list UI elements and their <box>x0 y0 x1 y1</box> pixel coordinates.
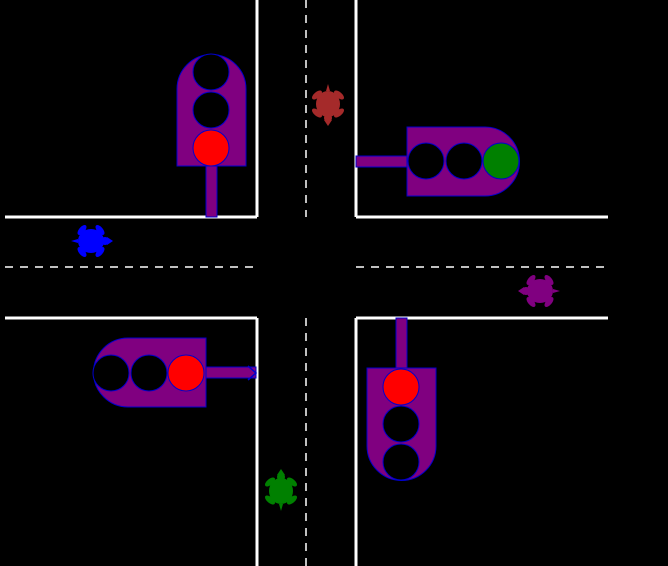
traffic-light-pole <box>205 165 218 218</box>
traffic-lamp <box>92 354 130 392</box>
traffic-lamp <box>130 354 168 392</box>
traffic-light-west <box>92 337 258 408</box>
traffic-light-pole <box>355 155 408 168</box>
traffic-lamp <box>407 142 445 180</box>
traffic-lamp <box>167 354 205 392</box>
traffic-light-east <box>355 126 520 197</box>
traffic-light-north <box>176 53 247 218</box>
turtle-purple <box>518 275 560 307</box>
lane-dividers <box>5 0 608 566</box>
traffic-lamp <box>192 91 230 129</box>
traffic-lamp <box>382 405 420 443</box>
traffic-lamp <box>482 142 520 180</box>
traffic-lamp <box>192 53 230 91</box>
turtle-icon <box>312 84 344 126</box>
turtle-icon <box>265 469 297 511</box>
traffic-light-south <box>366 317 437 481</box>
turtle-green <box>265 469 297 511</box>
traffic-light-pole <box>205 366 257 379</box>
turtle-icon <box>518 275 560 307</box>
turtle-icon <box>71 225 113 257</box>
traffic-lamp <box>192 129 230 167</box>
traffic-light-arrowhead <box>247 365 258 381</box>
traffic-light-pole <box>395 317 408 369</box>
traffic-lamp <box>445 142 483 180</box>
road-edges <box>5 0 608 566</box>
turtle-brown <box>312 84 344 126</box>
traffic-lamp <box>382 368 420 406</box>
traffic-lamp <box>382 443 420 481</box>
turtle-blue <box>71 225 113 257</box>
